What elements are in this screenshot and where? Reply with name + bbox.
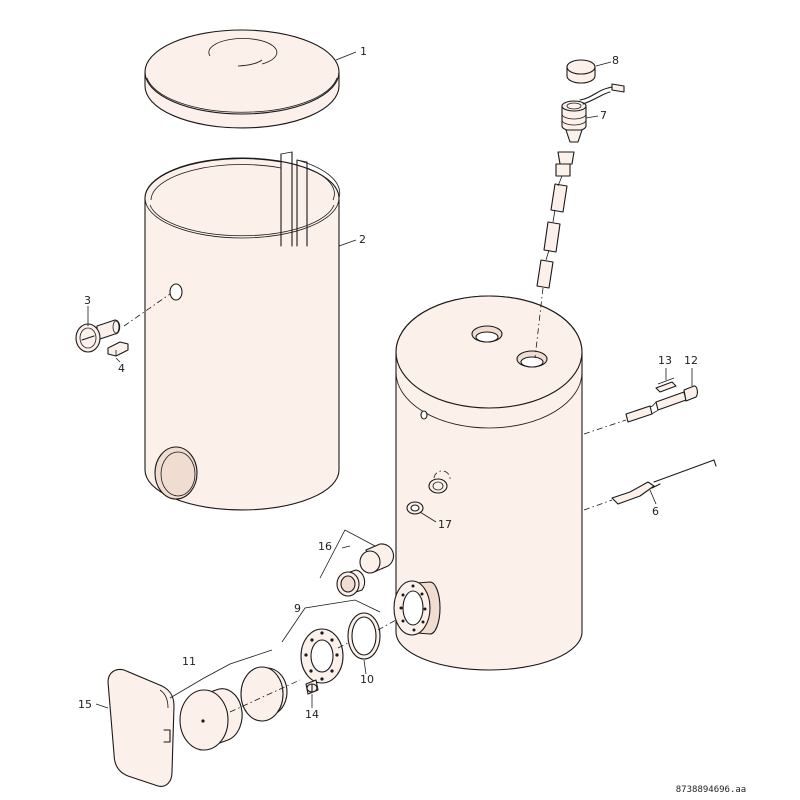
part-7-sensor-head xyxy=(561,83,625,143)
sensor-probe xyxy=(536,151,575,289)
callout-12: 12 xyxy=(684,354,698,367)
callout-15: 15 xyxy=(78,698,92,711)
part-2-outer-jacket xyxy=(144,151,341,511)
callout-4: 4 xyxy=(118,362,125,375)
callout-6: 6 xyxy=(652,505,659,518)
callout-3: 3 xyxy=(84,294,91,307)
part-6-sensor-wire xyxy=(611,459,717,505)
callout-16: 16 xyxy=(318,540,332,553)
inner-tank xyxy=(393,295,583,671)
part-16-sleeves xyxy=(336,543,395,597)
part-11-insulation-caps xyxy=(179,666,288,751)
callout-9: 9 xyxy=(294,602,301,615)
part-10-gasket xyxy=(347,612,381,660)
axis-line-sensor xyxy=(534,287,544,359)
part-17-small-nut xyxy=(406,478,448,515)
part-13-anode-clip xyxy=(655,377,677,393)
part-1-top-cover xyxy=(144,29,340,129)
bracket-9 xyxy=(281,599,381,643)
bracket-16 xyxy=(319,529,376,579)
part-4-retaining-clip xyxy=(107,341,129,357)
callout-11: 11 xyxy=(182,655,196,668)
axis-line-anode xyxy=(583,419,627,435)
callout-1: 1 xyxy=(360,45,367,58)
axis-line-wire xyxy=(583,499,613,511)
bracket-11 xyxy=(169,649,273,699)
callout-13: 13 xyxy=(658,354,672,367)
callout-14: 14 xyxy=(305,708,319,721)
callout-10: 10 xyxy=(360,673,374,686)
part-14-bolt xyxy=(305,679,319,695)
part-9-flange-plate xyxy=(300,628,344,684)
callout-8: 8 xyxy=(612,54,619,67)
leader-lines xyxy=(87,51,693,709)
part-8-cap xyxy=(566,59,596,84)
callout-17: 17 xyxy=(438,518,452,531)
axis-line-fittings xyxy=(229,679,301,713)
drawing-code: 8738894696.aa xyxy=(676,785,746,795)
callout-2: 2 xyxy=(359,233,366,246)
callout-7: 7 xyxy=(600,109,607,122)
part-12-anode-rod xyxy=(625,385,698,423)
axis-line-knob xyxy=(123,293,171,327)
part-3-control-knob xyxy=(75,319,121,353)
part-15-cover-panel xyxy=(107,668,175,787)
